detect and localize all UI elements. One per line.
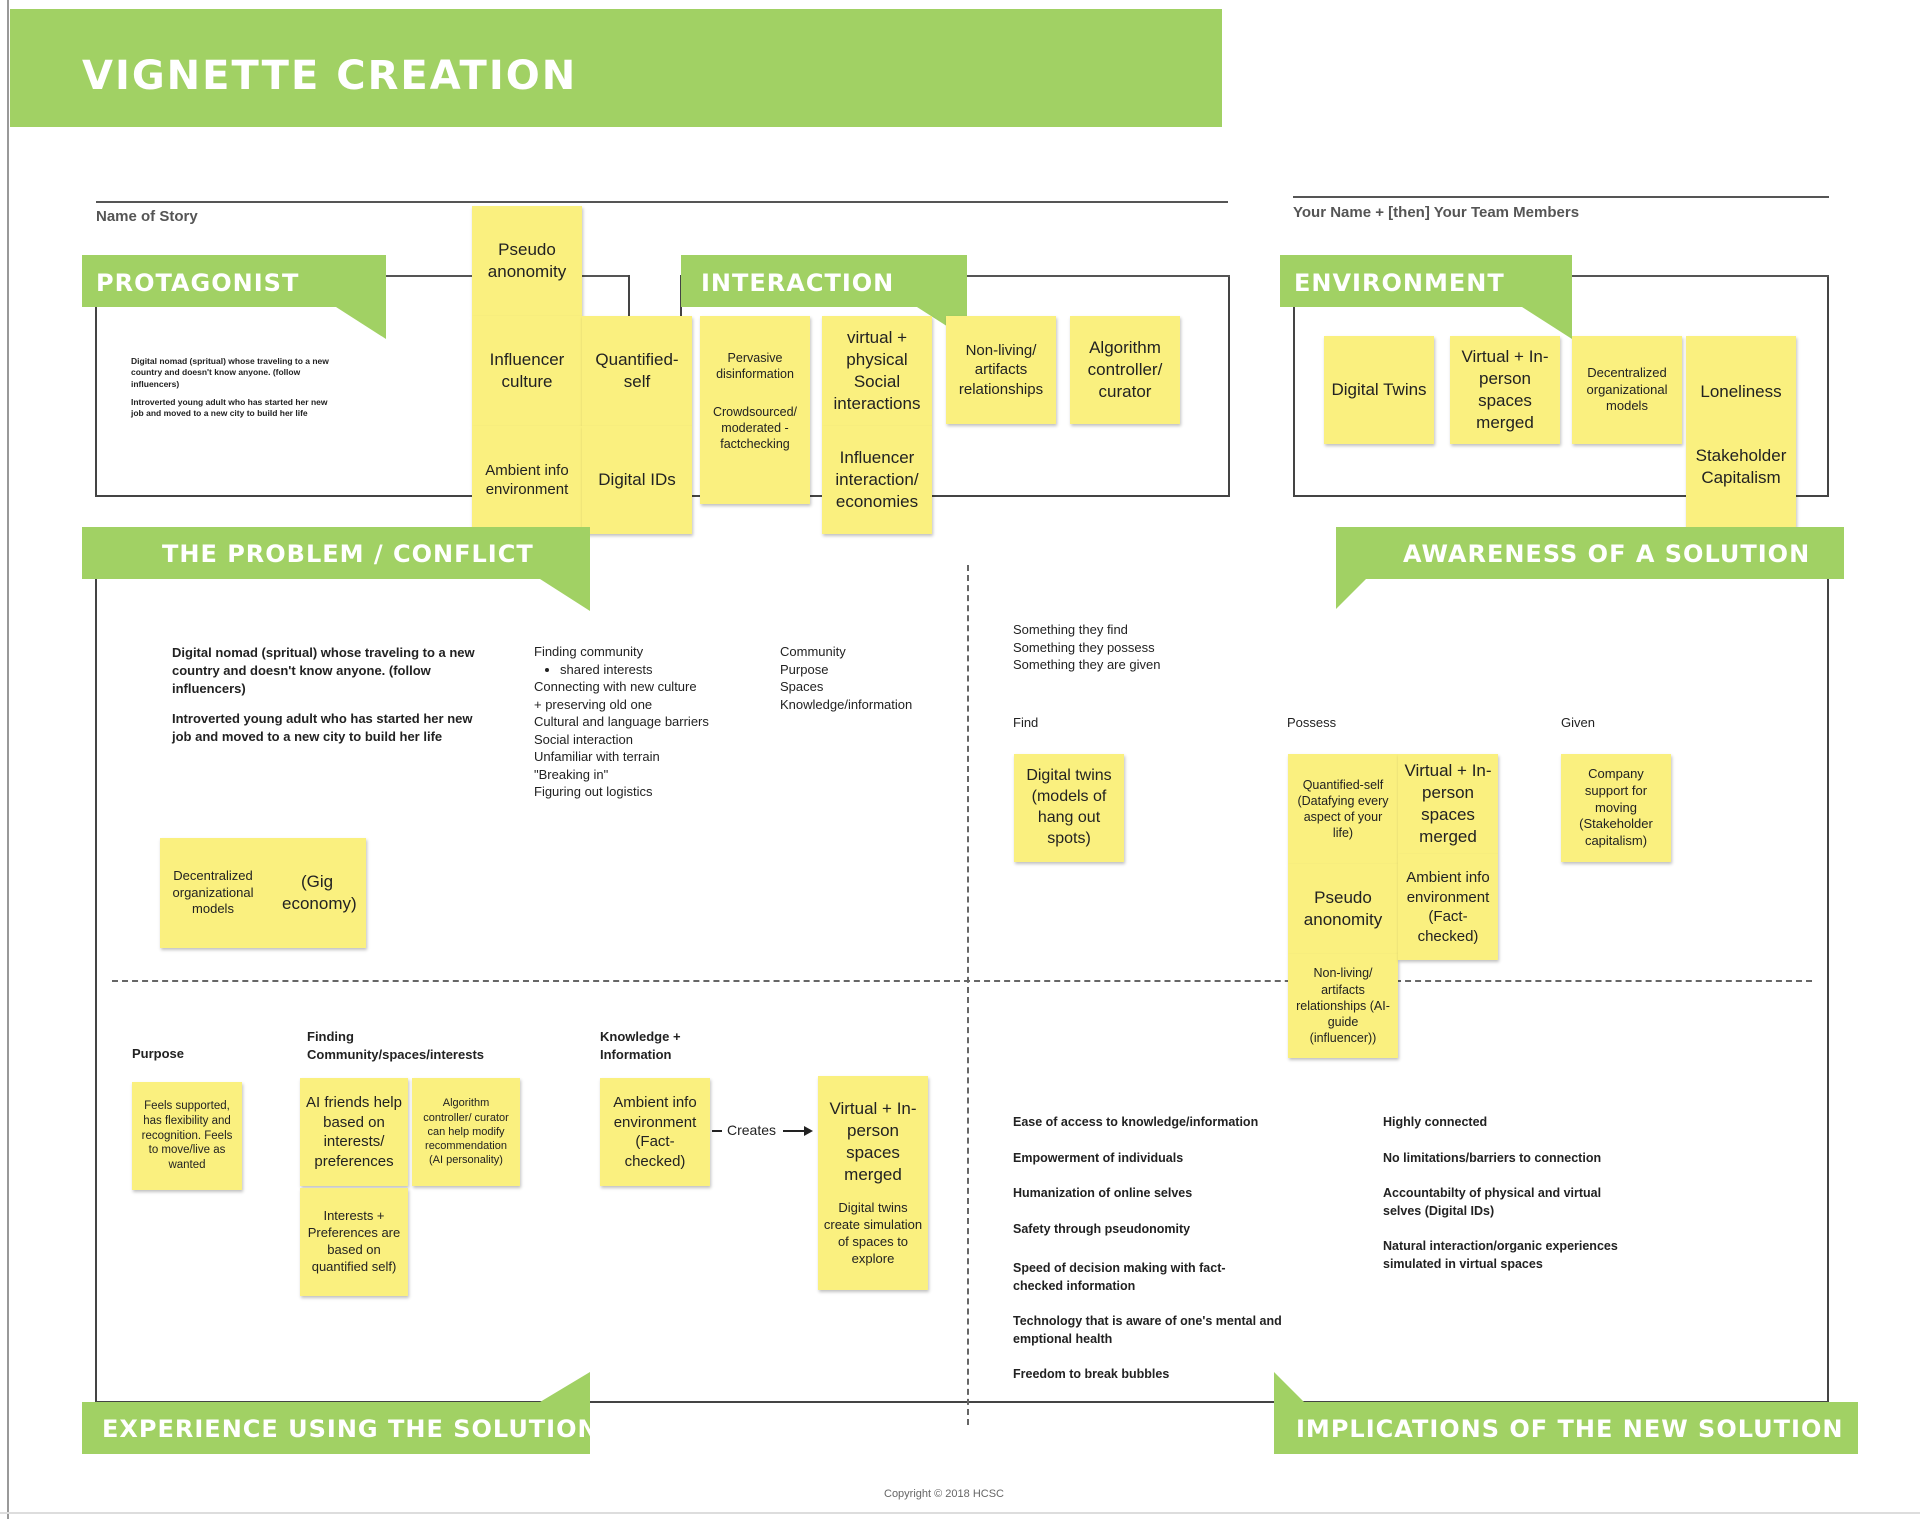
- sticky-influencer-culture[interactable]: Influencer culture: [472, 316, 582, 426]
- sticky-possess-ambient[interactable]: Ambient info environment (Fact-checked): [1398, 854, 1498, 960]
- purpose-label: Purpose: [132, 1046, 185, 1061]
- sticky-decentralized-gig[interactable]: Decentralized organizational models (Gig…: [160, 838, 366, 948]
- sticky-virtual-in-person[interactable]: Virtual + In-person spaces merged: [1450, 336, 1560, 444]
- page-bottom-edge: [0, 1512, 1920, 1514]
- sticky-algorithm-curator[interactable]: Algorithm controller/ curator can help m…: [412, 1078, 520, 1186]
- protagonist-text-1: Digital nomad (spritual) whose traveling…: [131, 356, 329, 389]
- sticky-ambient-fact-checked[interactable]: Ambient info environment (Fact-checked): [600, 1078, 710, 1186]
- sticky-quantified-self[interactable]: Quantified-self: [582, 316, 692, 426]
- problem-text-1: Digital nomad (spritual) whose traveling…: [172, 645, 475, 697]
- page-edge: [7, 0, 9, 1519]
- knowledge-label: Knowledge + Information: [600, 1029, 681, 1062]
- awareness-banner: AWARENESS OF A SOLUTION: [1336, 527, 1844, 579]
- sticky-possess-pseudo[interactable]: Pseudo anonomity: [1288, 864, 1398, 954]
- problem-banner-tail: [540, 579, 590, 611]
- protagonist-text-2: Introverted young adult who has started …: [131, 397, 328, 419]
- sticky-ambient-info[interactable]: Ambient info environment: [472, 426, 582, 534]
- arrow-right-icon: [804, 1126, 813, 1136]
- sticky-loneliness[interactable]: Loneliness Stakeholder Capitalism: [1686, 336, 1796, 534]
- interaction-banner: INTERACTION: [681, 255, 967, 307]
- creates-arrow-line-right: [783, 1130, 805, 1132]
- sticky-non-living[interactable]: Non-living/ artifacts relationships: [946, 316, 1056, 424]
- sticky-find-digital-twins[interactable]: Digital twins (models of hang out spots): [1014, 754, 1124, 862]
- sticky-influencer-interaction[interactable]: Influencer interaction/ economies: [822, 426, 932, 534]
- sticky-possess-quantified-self[interactable]: Quantified-self (Datafying every aspect …: [1288, 754, 1398, 864]
- page-title: VIGNETTE CREATION: [10, 9, 1222, 127]
- finding-label: Finding Community/spaces/interests: [307, 1029, 485, 1062]
- creates-arrow-line-left: [712, 1130, 722, 1132]
- horizontal-divider: [112, 980, 1812, 982]
- protagonist-banner: PROTAGONIST: [82, 255, 386, 307]
- implications-right-list: Highly connected No limitations/barriers…: [1383, 1115, 1618, 1271]
- creates-label: Creates: [727, 1122, 777, 1138]
- environment-banner: ENVIRONMENT: [1280, 255, 1572, 307]
- problem-list-2: Community Purpose Spaces Knowledge/infor…: [780, 644, 913, 712]
- sticky-interests-preferences[interactable]: Interests + Preferences are based on qua…: [300, 1188, 408, 1296]
- story-name-line: [96, 201, 1228, 203]
- implications-banner-tail: [1274, 1372, 1304, 1402]
- possess-label: Possess: [1287, 715, 1337, 730]
- sticky-virtual-spaces-digital-twins[interactable]: Virtual + In-person spaces merged Digita…: [818, 1076, 928, 1290]
- vertical-divider: [967, 565, 969, 1425]
- environment-banner-tail: [1522, 307, 1572, 339]
- sticky-decentralized[interactable]: Decentralized organizational models: [1572, 336, 1682, 444]
- awareness-banner-tail: [1336, 579, 1366, 609]
- sticky-virtual-physical[interactable]: virtual + physical Social interactions: [822, 316, 932, 426]
- problem-text-2: Introverted young adult who has started …: [172, 711, 473, 745]
- sticky-digital-ids[interactable]: Digital IDs: [582, 426, 692, 534]
- team-name-label: Your Name + [then] Your Team Members: [1293, 204, 1580, 221]
- problem-list-1: Finding community shared interests Conne…: [534, 643, 764, 801]
- sticky-pervasive-disinformation[interactable]: Pervasive disinformation Crowdsourced/ m…: [700, 316, 810, 504]
- awareness-intro: Something they find Something they posse…: [1013, 622, 1161, 673]
- story-name-label: Name of Story: [96, 208, 198, 225]
- implications-left-list: Ease of access to knowledge/information …: [1013, 1115, 1282, 1381]
- sticky-ai-friends[interactable]: AI friends help based on interests/ pref…: [300, 1078, 408, 1186]
- implications-banner: IMPLICATIONS OF THE NEW SOLUTION: [1274, 1402, 1858, 1454]
- experience-banner-tail: [540, 1372, 590, 1402]
- sticky-digital-twins[interactable]: Digital Twins: [1324, 336, 1434, 444]
- team-name-line: [1293, 196, 1829, 198]
- find-label: Find: [1013, 715, 1039, 730]
- quadrant-box: [95, 545, 1829, 1403]
- problem-banner: THE PROBLEM / CONFLICT: [82, 527, 590, 579]
- given-label: Given: [1561, 715, 1595, 730]
- sticky-possess-virtual[interactable]: Virtual + In-person spaces merged: [1398, 754, 1498, 854]
- sticky-purpose-supported[interactable]: Feels supported, has flexibility and rec…: [132, 1082, 242, 1190]
- sticky-pseudo-anonomity[interactable]: Pseudo anonomity: [472, 206, 582, 316]
- protagonist-banner-tail: [336, 307, 386, 339]
- copyright: Copyright © 2018 HCSC: [884, 1488, 1004, 1500]
- sticky-algorithm[interactable]: Algorithm controller/ curator: [1070, 316, 1180, 424]
- sticky-possess-non-living[interactable]: Non-living/ artifacts relationships (AI-…: [1288, 954, 1398, 1058]
- experience-banner: EXPERIENCE USING THE SOLUTION: [82, 1402, 598, 1454]
- sticky-given-company-support[interactable]: Company support for moving (Stakeholder …: [1561, 754, 1671, 862]
- environment-box: [1293, 275, 1829, 497]
